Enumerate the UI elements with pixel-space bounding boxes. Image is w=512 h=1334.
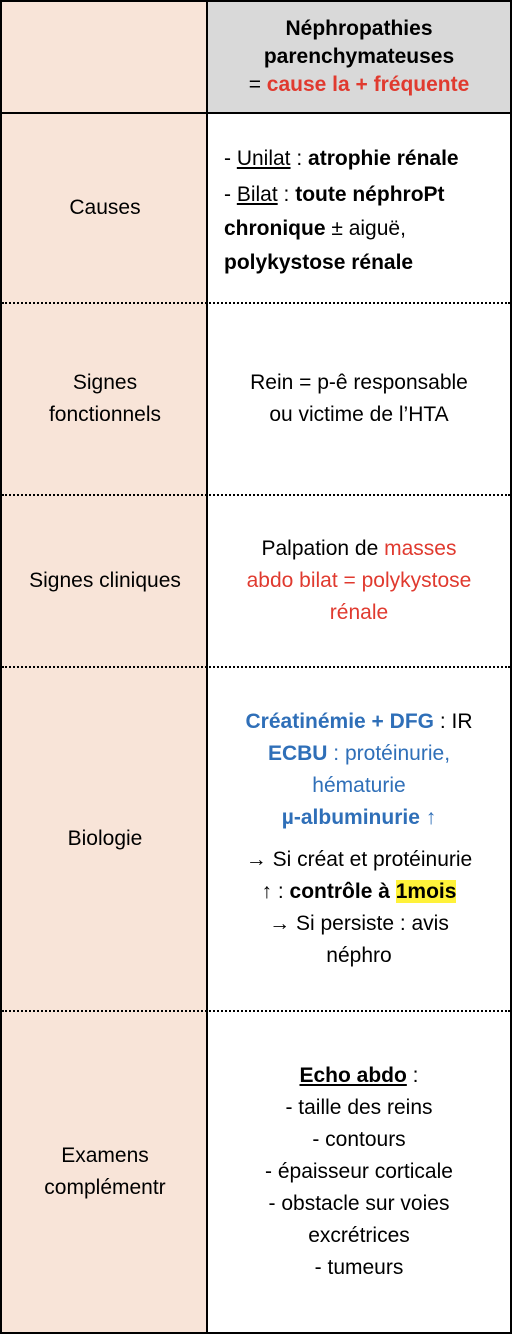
examens-item: - contours xyxy=(312,1128,406,1151)
label-signes-cliniques: Signes cliniques xyxy=(29,569,181,592)
bio-microalb: µ-albuminurie ↑ xyxy=(281,806,437,829)
content-signes-fonctionnels: Rein = p-ê responsable ou victime de l’H… xyxy=(250,371,468,426)
content-biologie: Créatinémie + DFG : IR ECBU : protéinuri… xyxy=(208,668,510,1010)
row-causes: Causes - Unilat : atrophie rénale - Bila… xyxy=(2,112,510,302)
examens-item: - épaisseur corticale xyxy=(265,1160,453,1183)
causes-unilat: - Unilat : atrophie rénale xyxy=(224,147,459,170)
bio-ecbu: ECBU : protéinurie, xyxy=(267,742,451,765)
row-signes-cliniques: Signes cliniques Palpation de masses abd… xyxy=(2,494,510,666)
label-signes-fonctionnels: Signes fonctionnels xyxy=(48,371,162,426)
header-line3: = cause la + fréquente xyxy=(248,73,470,96)
bio-arrow1b: ↑ : contrôle à 1mois xyxy=(261,880,457,903)
bio-hematurie: hématurie xyxy=(312,774,406,797)
content-signes-cliniques: Palpation de masses abdo bilat = polykys… xyxy=(246,537,472,624)
examens-title: Echo abdo : xyxy=(299,1064,419,1087)
causes-bilat: - Bilat : toute néphroPt chronique ± aig… xyxy=(224,183,445,274)
bio-arrow2: → Si persiste : avis xyxy=(269,912,449,935)
content-causes: - Unilat : atrophie rénale - Bilat : tou… xyxy=(208,114,510,302)
examens-item: - tumeurs xyxy=(314,1256,404,1279)
row-signes-fonctionnels: Signes fonctionnels Rein = p-ê responsab… xyxy=(2,302,510,494)
content-examens: Echo abdo : - taille des reins - contour… xyxy=(208,1012,510,1332)
examens-item: - taille des reins xyxy=(285,1096,433,1119)
row-examens: Examens complémentr Echo abdo : - taille… xyxy=(2,1010,510,1332)
label-examens: Examens complémentr xyxy=(44,1144,166,1199)
bio-creat: Créatinémie + DFG : IR xyxy=(245,710,473,733)
bio-arrow2b: néphro xyxy=(326,944,392,967)
examens-item: - obstacle sur voies excrétrices xyxy=(268,1192,450,1247)
header-line2: parenchymateuses xyxy=(263,45,455,68)
header-cell: Néphropathies parenchymateuses = cause l… xyxy=(208,2,510,112)
bio-arrow1: → Si créat et protéinurie xyxy=(245,848,473,871)
header-line1: Néphropathies xyxy=(285,17,433,40)
label-biologie: Biologie xyxy=(67,827,143,850)
row-biologie: Biologie Créatinémie + DFG : IR ECBU : p… xyxy=(2,666,510,1010)
label-causes: Causes xyxy=(69,196,141,219)
